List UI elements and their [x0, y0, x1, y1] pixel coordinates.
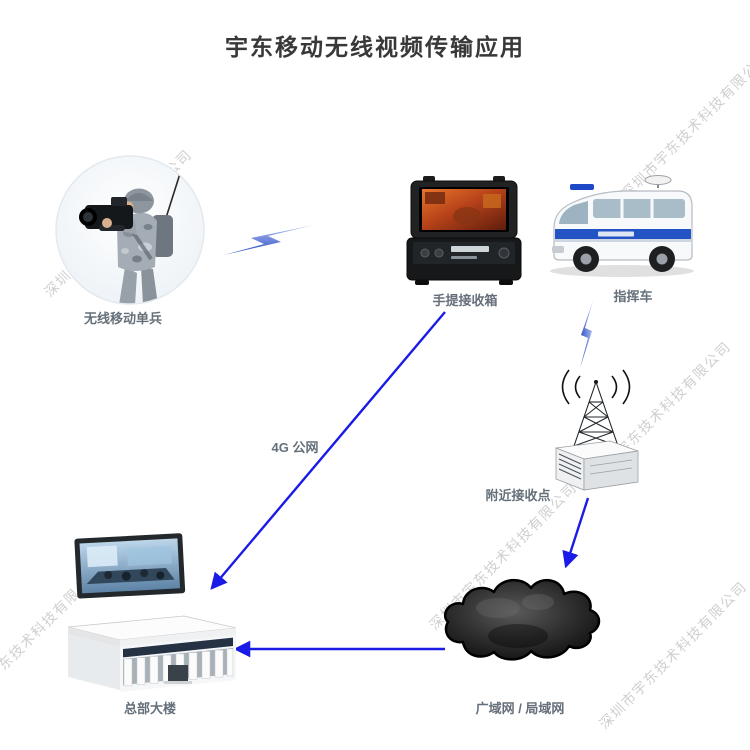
label-4g-network: 4G 公网 — [271, 440, 319, 455]
label-command-vehicle: 指挥车 — [613, 289, 653, 304]
label-headquarters: 总部大楼 — [123, 701, 176, 716]
label-receiver-box: 手提接收箱 — [432, 293, 498, 308]
label-network-cloud: 广域网 / 局域网 — [475, 701, 565, 716]
command-vehicle-image — [550, 175, 694, 277]
node-mobile-soldier — [55, 155, 205, 305]
label-mobile-soldier: 无线移动单兵 — [83, 311, 162, 326]
node-receiving-point — [540, 366, 650, 494]
monitoring-screen — [74, 533, 186, 599]
node-command-vehicle — [540, 172, 700, 280]
arrow-antenna-to-cloud — [562, 497, 590, 569]
lightning-vehicle-antenna — [580, 301, 593, 368]
receiver-box-image — [406, 176, 522, 285]
antenna-tower-image — [555, 369, 639, 491]
node-receiver-box — [405, 176, 525, 288]
cloud-image — [443, 578, 601, 661]
watermark-text: 深圳市宇东技术科技有限公司 — [596, 578, 750, 732]
node-network-cloud — [438, 566, 608, 678]
soldier-image — [55, 155, 205, 305]
lightning-soldier-box — [224, 225, 314, 255]
label-receiving-point: 附近接收点 — [485, 488, 551, 503]
headquarters-image — [67, 533, 237, 692]
node-headquarters — [67, 530, 238, 692]
page-title: 宇东移动无线视频传输应用 — [225, 34, 525, 60]
